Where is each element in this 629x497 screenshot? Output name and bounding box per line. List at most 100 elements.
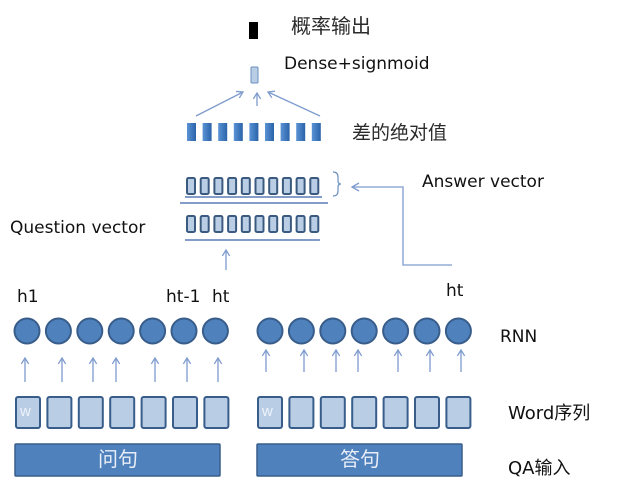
probability-output-label: 概率输出 <box>291 14 371 38</box>
word-sequence-label: Word序列 <box>508 403 591 424</box>
arrow-diff-to-dense-left <box>195 90 245 117</box>
answer-word-box <box>382 396 409 429</box>
ht-label-question: ht <box>212 287 230 307</box>
question-vector-unit <box>254 215 265 233</box>
dense-layer <box>250 66 259 84</box>
question-word-sequence <box>15 396 230 429</box>
arrow-word-to-rnn <box>456 348 466 372</box>
arrow-word-to-rnn <box>331 348 341 372</box>
arrow-word-to-rnn <box>299 348 309 372</box>
arrow-word-to-rnn <box>150 356 160 382</box>
arrow-shaft <box>195 91 244 117</box>
answer-input-bar-label: 答句 <box>340 447 380 471</box>
arrow-head <box>266 90 276 99</box>
arrow-answer-rnn-to-vector <box>350 182 452 266</box>
answer-vector-unit <box>199 177 210 195</box>
answer-vector-unit <box>240 177 251 195</box>
arrow-head <box>353 348 363 357</box>
answer-word-sequence <box>257 396 472 429</box>
arrow-word-to-rnn <box>88 356 98 382</box>
question-word-box <box>172 396 198 429</box>
answer-rnn-node <box>444 317 472 345</box>
arrow-word-to-rnn <box>57 356 67 382</box>
connection-arrows <box>20 90 466 382</box>
answer-rnn-node <box>319 317 347 345</box>
arrow-head <box>182 356 192 365</box>
abs-difference-layer <box>187 123 321 141</box>
arrow-head <box>261 348 271 357</box>
question-vector-unit <box>186 215 196 233</box>
abs-difference-unit <box>233 123 243 141</box>
question-vector-unit <box>240 215 251 233</box>
arrow-question-rnn-to-vector <box>221 248 231 270</box>
answer-vector-unit <box>254 177 265 195</box>
rnn-label: RNN <box>500 327 538 347</box>
arrow-head <box>331 348 341 357</box>
answer-first-word-label: w <box>262 403 273 420</box>
answer-vector-unit <box>309 177 320 195</box>
ht-minus-1-label: ht-1 <box>166 287 201 307</box>
arrow-word-to-rnn <box>425 348 435 372</box>
abs-difference-label: 差的绝对值 <box>352 122 448 144</box>
abs-difference-unit <box>280 123 290 141</box>
answer-word-box <box>257 396 283 429</box>
question-vector-unit <box>268 215 279 233</box>
answer-rnn-nodes <box>256 317 472 345</box>
arrow-word-to-rnn <box>393 348 403 372</box>
arrow-head <box>299 348 309 357</box>
arrow-head <box>235 90 245 99</box>
answer-word-box <box>351 396 378 429</box>
arrow-word-to-rnn <box>20 356 30 382</box>
question-rnn-node <box>170 317 198 345</box>
answer-vector-unit <box>281 177 292 195</box>
arrow-head <box>350 182 360 192</box>
arrow-head <box>221 248 231 257</box>
question-vector-unit <box>227 215 238 233</box>
question-rnn-node <box>13 317 41 345</box>
answer-word-box <box>414 396 440 429</box>
answer-rnn-node <box>382 317 410 345</box>
abs-difference-unit <box>249 123 259 141</box>
question-word-box <box>15 396 41 429</box>
answer-vector-unit <box>227 177 238 195</box>
question-word-box <box>109 396 136 429</box>
arrow-head <box>456 348 466 357</box>
question-word-box <box>203 396 230 429</box>
abs-difference-unit <box>311 123 321 141</box>
question-input-bar <box>14 443 221 477</box>
arrow-head <box>213 356 223 365</box>
answer-rnn-node <box>350 317 378 345</box>
qa-input-label: QA输入 <box>508 458 571 479</box>
answer-vector-label: Answer vector <box>422 172 544 192</box>
arrow-word-to-rnn <box>353 348 363 372</box>
answer-vector <box>185 171 342 198</box>
arrow-word-to-rnn <box>213 356 223 382</box>
question-rnn-node <box>76 317 104 345</box>
question-word-box <box>77 396 104 429</box>
answer-rnn-node <box>287 317 315 345</box>
abs-difference-unit <box>265 123 274 141</box>
arrow-shaft <box>267 91 321 117</box>
question-vector-unit <box>213 215 224 233</box>
input-bars <box>14 443 463 477</box>
arrow-head <box>57 356 67 365</box>
arrow-word-to-rnn <box>111 356 121 382</box>
elbow-line <box>352 186 452 266</box>
question-vector-unit <box>199 215 210 233</box>
answer-vector-brace <box>332 171 342 197</box>
arrow-head <box>393 348 403 357</box>
question-rnn-node <box>139 317 167 345</box>
answer-vector-unit <box>186 177 196 195</box>
abs-difference-unit <box>296 123 306 141</box>
answer-input-bar <box>256 443 463 477</box>
arrow-head <box>20 356 30 365</box>
answer-word-box <box>288 396 315 429</box>
question-rnn-node <box>44 317 72 345</box>
arrow-head <box>111 356 121 365</box>
abs-difference-unit <box>218 123 228 141</box>
dense-unit <box>250 66 259 84</box>
arrow-diff-to-dense-right <box>266 90 321 117</box>
arrow-diff-to-dense-center <box>252 91 262 106</box>
question-rnn-node <box>107 317 135 345</box>
